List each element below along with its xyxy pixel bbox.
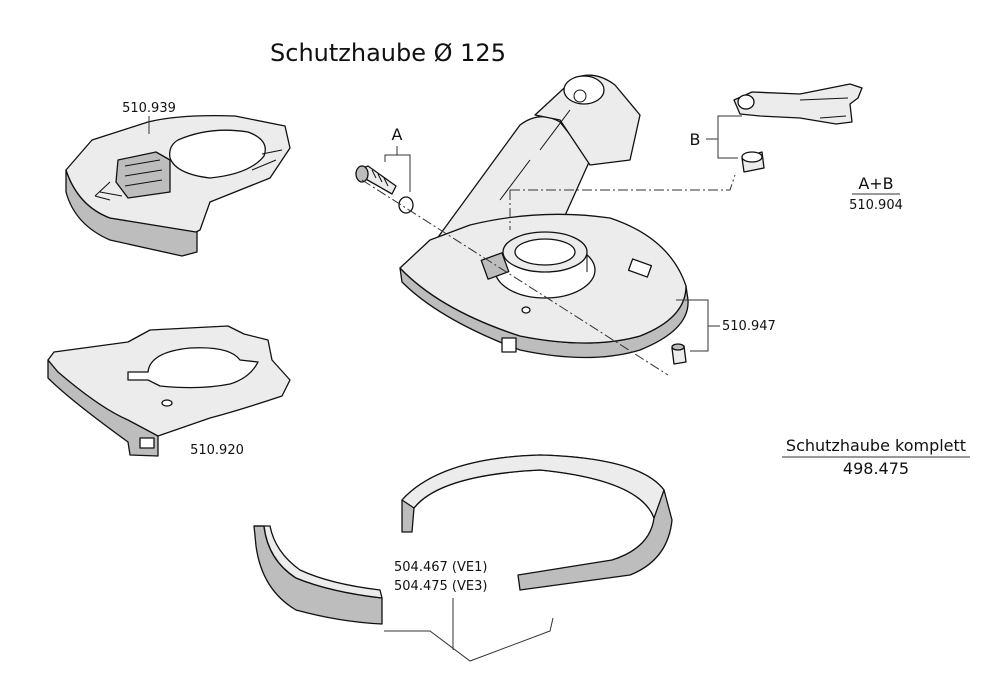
label-ab-number: 510.904	[849, 198, 903, 213]
label-ring-ve1: 504.467 (VE1)	[394, 560, 487, 575]
part-clamp-lever	[733, 83, 863, 125]
part-pin-top	[671, 343, 685, 351]
label-plate: 510.920	[190, 443, 244, 458]
label-ring-ve3: 504.475 (VE3)	[394, 579, 487, 594]
part-hood	[399, 74, 689, 359]
label-complete: Schutzhaube komplett	[786, 436, 966, 455]
label-ab: A+B	[858, 174, 893, 193]
axis-screw	[361, 179, 669, 376]
part-brush-ring-upper	[401, 454, 673, 591]
label-cover: 510.939	[122, 101, 176, 116]
part-brush-ring-lower	[253, 525, 383, 625]
leader-rings	[384, 617, 554, 662]
diagram-title: Schutzhaube Ø 125	[270, 39, 506, 67]
part-washer	[398, 196, 414, 214]
part-barrel-nut	[741, 151, 765, 173]
label-a: A	[392, 125, 403, 144]
label-hood: 510.947	[722, 319, 776, 334]
leader-b	[717, 115, 742, 159]
label-complete-number: 498.475	[843, 459, 909, 478]
part-base-plate	[47, 325, 291, 457]
part-screw	[355, 165, 397, 195]
axis-tube	[509, 174, 736, 230]
label-b: B	[690, 130, 701, 149]
part-cover	[65, 114, 291, 257]
